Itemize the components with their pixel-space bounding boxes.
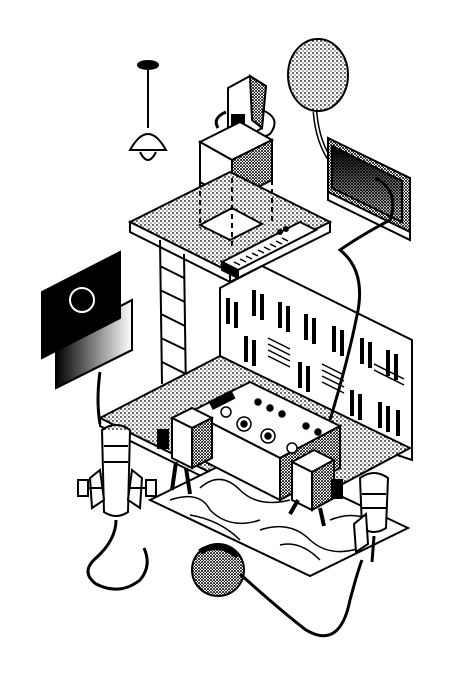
wall-monitor-screen <box>327 136 411 242</box>
condenser-microphone-right <box>352 472 390 563</box>
condenser-microphone-left <box>77 424 157 591</box>
acoustic-panel-wall <box>219 264 413 462</box>
cable-left <box>96 371 102 425</box>
cable-ball <box>191 543 364 638</box>
cable-right <box>328 176 395 421</box>
pendant-lamp <box>128 60 168 161</box>
ladder <box>159 239 187 397</box>
studio-monitor-right <box>288 448 343 527</box>
keyboard-synth <box>219 220 319 280</box>
studio-monitor-left <box>157 406 215 495</box>
speaker-panel <box>41 250 133 390</box>
